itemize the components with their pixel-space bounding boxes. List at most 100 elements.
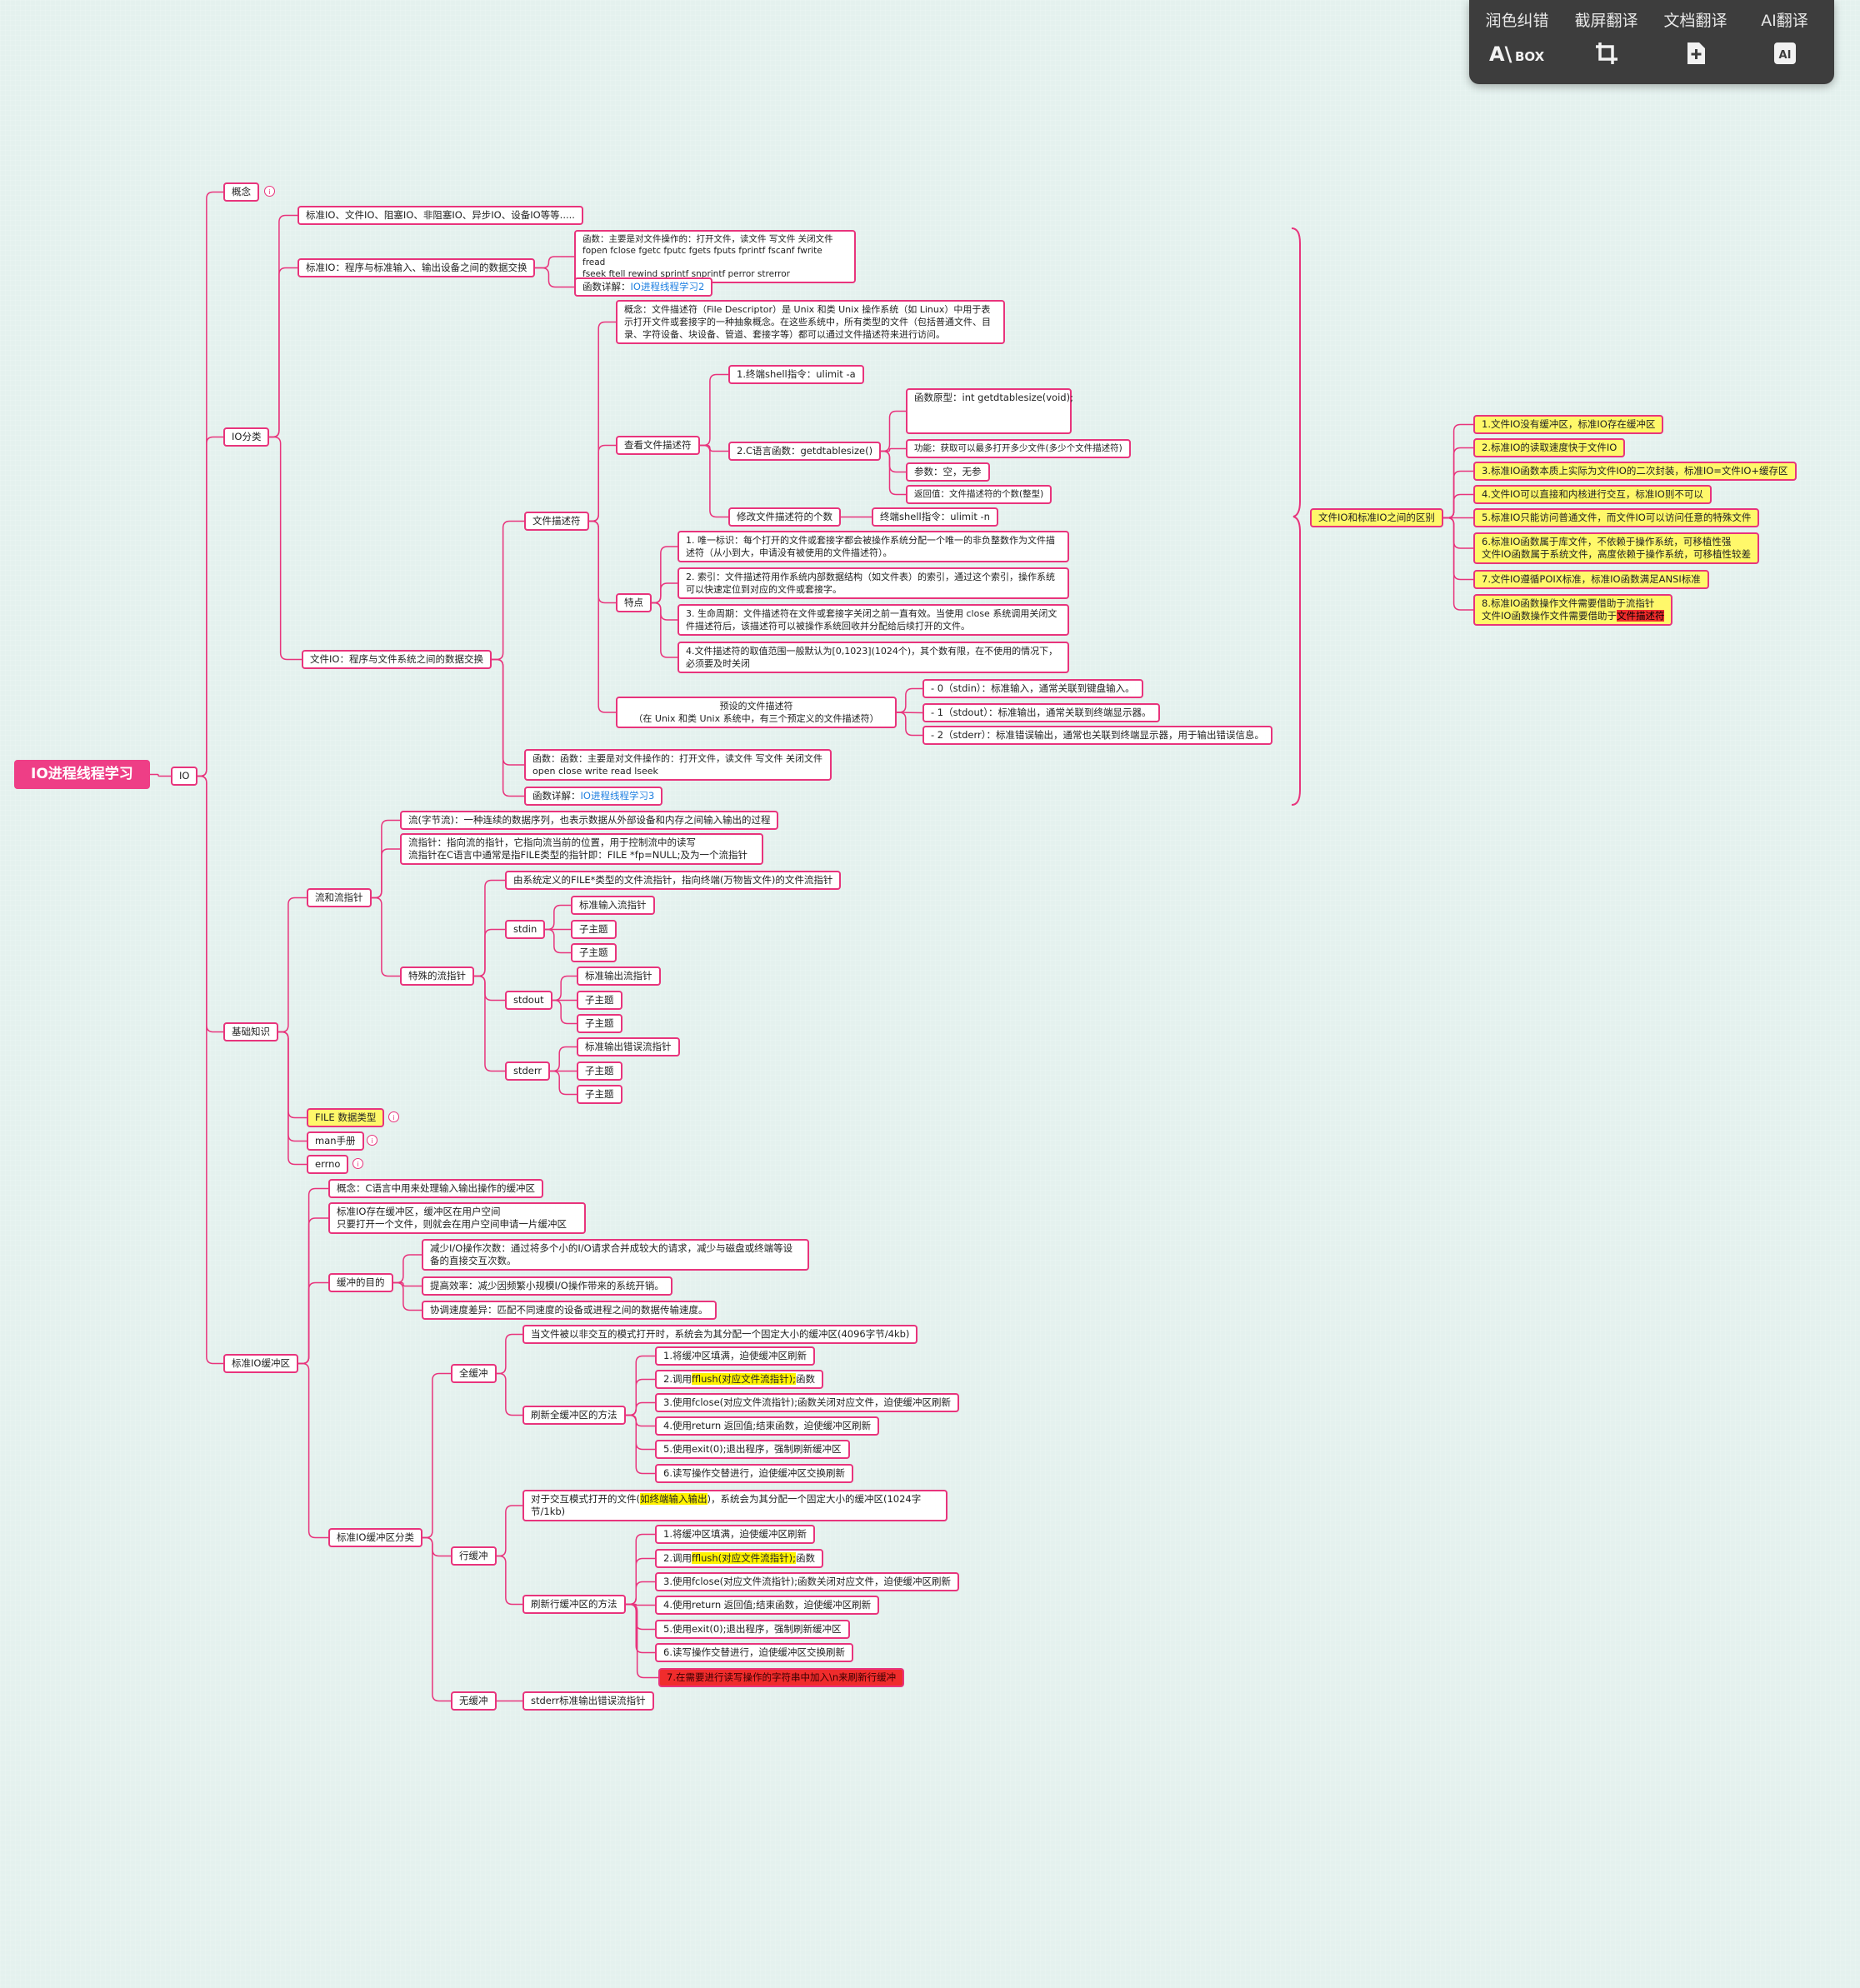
- topic-flush-method[interactable]: 3.使用fclose(对应文件流指针);函数关闭对应文件，迫使缓冲区刷新: [655, 1393, 959, 1412]
- topic-flush-method[interactable]: 2.调用fflush(对应文件流指针);函数: [655, 1370, 824, 1389]
- topic-view-shell[interactable]: 1.终端shell指令：ulimit -a: [728, 365, 864, 384]
- screenshot-translate-button[interactable]: 截屏翻译: [1562, 0, 1650, 84]
- topic-stream-flow[interactable]: 流(字节流)：一种连续的数据序列，也表示数据从外部设备和内存之间输入输出的过程: [400, 811, 779, 830]
- topic-flush-method[interactable]: 2.调用fflush(对应文件流指针);函数: [655, 1549, 824, 1568]
- topic-buffer-exists[interactable]: 标准IO存在缓冲区，缓冲区在用户空间 只要打开一个文件，则就会在用户空间申请一片…: [328, 1202, 586, 1234]
- topic-difference-item[interactable]: 6.标准IO函数属于库文件，不依赖于操作系统，可移植性强 文件IO函数属于系统文…: [1473, 532, 1759, 564]
- topic-man[interactable]: man手册: [307, 1131, 364, 1151]
- topic-std-buffer[interactable]: 标准IO缓冲区: [223, 1354, 298, 1373]
- topic-flush-method[interactable]: 4.使用return 返回值;结束函数，迫使缓冲区刷新: [655, 1416, 880, 1436]
- topic-preset-stdout[interactable]: - 1（stdout）：标准输出，通常关联到终端显示器。: [922, 703, 1160, 722]
- topic-feature-item[interactable]: 2. 索引：文件描述符用作系统内部数据结构（如文件表）的索引，通过这个索引，操作…: [678, 567, 1069, 599]
- topic-file-descriptor[interactable]: 文件描述符: [524, 512, 589, 531]
- topic-full-buffer[interactable]: 全缓冲: [451, 1364, 497, 1383]
- note-badge-icon[interactable]: i: [352, 1158, 363, 1169]
- root-topic[interactable]: IO进程线程学习: [14, 760, 150, 789]
- topic-flush-method[interactable]: 5.使用exit(0);退出程序，强制刷新缓冲区: [655, 1620, 850, 1639]
- topic-special-stream[interactable]: 特殊的流指针: [400, 967, 474, 986]
- topic-flush-method[interactable]: 1.将缓冲区填满，迫使缓冲区刷新: [655, 1346, 815, 1366]
- topic-difference-item[interactable]: 8.标准IO函数操作文件需要借助于流指针 文件IO函数操作文件需要借助于文件描述…: [1473, 594, 1673, 626]
- topic-basics[interactable]: 基础知识: [223, 1022, 278, 1041]
- topic-line-buffer-desc[interactable]: 对于交互模式打开的文件(如终端输入输出)，系统会为其分配一个固定大小的缓冲区(1…: [522, 1490, 948, 1521]
- topic-full-buffer-desc[interactable]: 当文件被以非交互的模式打开时，系统会为其分配一个固定大小的缓冲区(4096字节/…: [522, 1325, 918, 1344]
- topic-stream[interactable]: 流和流指针: [307, 888, 372, 907]
- topic-buffer-purpose[interactable]: 缓冲的目的: [328, 1273, 393, 1292]
- topic-feature-item[interactable]: 3. 生命周期：文件描述符在文件或套接字关闭之前一直有效。当使用 close 系…: [678, 604, 1069, 636]
- topic-stream-pointer[interactable]: 流指针：指向流的指针，它指向流当前的位置，用于控制流中的读写 流指针在C语言中通…: [400, 833, 763, 865]
- ai-translate-button[interactable]: AI翻译 AI: [1741, 0, 1828, 84]
- topic-standard-io-detail[interactable]: 函数详解：IO进程线程学习2: [574, 277, 713, 297]
- topic-stdin[interactable]: stdin: [505, 920, 546, 939]
- topic-stdout[interactable]: stdout: [505, 991, 552, 1010]
- topic-concept[interactable]: 概念: [223, 182, 259, 202]
- topic-difference-item[interactable]: 4.文件IO可以直接和内核进行交互，标准IO则不可以: [1473, 485, 1712, 504]
- topic-preset-fd[interactable]: 预设的文件描述符 （在 Unix 和类 Unix 系统中，有三个预定义的文件描述…: [616, 697, 897, 728]
- topic-cfunc-param[interactable]: 参数：空，无参: [906, 462, 990, 482]
- topic-purpose-item[interactable]: 协调速度差异：匹配不同速度的设备或进程之间的数据传输速度。: [422, 1301, 717, 1320]
- topic-cfunc-proto[interactable]: 函数原型：int getdtablesize(void);: [906, 388, 1073, 434]
- topic-preset-stderr[interactable]: - 2（stderr）：标准错误输出，通常也关联到终端显示器，用于输出错误信息。: [922, 726, 1272, 745]
- topic-cfunc-function[interactable]: 功能：获取可以最多打开多少文件(多少个文件描述符): [906, 439, 1131, 458]
- topic-stdin-item[interactable]: 标准输入流指针: [571, 896, 655, 915]
- topic-fd-features[interactable]: 特点: [616, 593, 652, 612]
- topic-buffer-concept[interactable]: 概念：C语言中用来处理输入输出操作的缓冲区: [328, 1179, 544, 1198]
- topic-view-cfunc[interactable]: 2.C语言函数：getdtablesize(): [728, 442, 882, 461]
- topic-no-buffer[interactable]: 无缓冲: [451, 1691, 497, 1711]
- topic-modify-fd[interactable]: 修改文件描述符的个数: [728, 507, 841, 527]
- document-translate-button[interactable]: 文档翻译: [1652, 0, 1739, 84]
- topic-file-type[interactable]: FILE 数据类型: [307, 1108, 385, 1127]
- topic-flush-method[interactable]: 6.读写操作交替进行，迫使缓冲区交换刷新: [655, 1464, 853, 1483]
- topic-preset-stdin[interactable]: - 0（stdin）：标准输入，通常关联到键盘输入。: [922, 679, 1143, 698]
- topic-stderr-item[interactable]: 标准输出错误流指针: [577, 1037, 680, 1056]
- topic-io-difference[interactable]: 文件IO和标准IO之间的区别: [1310, 508, 1443, 527]
- topic-flush-method[interactable]: 4.使用return 返回值;结束函数，迫使缓冲区刷新: [655, 1596, 880, 1615]
- topic-errno[interactable]: errno: [307, 1155, 349, 1174]
- topic-io-types[interactable]: 标准IO、文件IO、阻塞IO、非阻塞IO、异步IO、设备IO等等.....: [298, 206, 583, 225]
- detail-link[interactable]: IO进程线程学习3: [580, 790, 655, 802]
- note-badge-icon[interactable]: i: [264, 186, 275, 197]
- topic-purpose-item[interactable]: 减少I/O操作次数：通过将多个小的I/O请求合并成较大的请求，减少与磁盘或终端等…: [422, 1239, 809, 1271]
- topic-difference-item[interactable]: 2.标准IO的读取速度快于文件IO: [1473, 438, 1626, 457]
- topic-fd-concept[interactable]: 概念：文件描述符（File Descriptor）是 Unix 和类 Unix …: [616, 300, 1005, 344]
- topic-stderr-item[interactable]: 子主题: [577, 1061, 622, 1081]
- topic-buffer-classes[interactable]: 标准IO缓冲区分类: [328, 1528, 422, 1547]
- topic-stdout-item[interactable]: 标准输出流指针: [577, 967, 661, 986]
- topic-view-fd[interactable]: 查看文件描述符: [616, 436, 700, 455]
- topic-file-io-detail[interactable]: 函数详解：IO进程线程学习3: [524, 787, 663, 806]
- topic-line-buffer-flush[interactable]: 刷新行缓冲区的方法: [522, 1595, 626, 1614]
- topic-feature-item[interactable]: 4.文件描述符的取值范围一般默认为[0,1023](1024个)，其个数有限，在…: [678, 642, 1069, 673]
- topic-file-io-functions[interactable]: 函数：函数：主要是对文件操作的：打开文件，读文件 写文件 关闭文件 open c…: [524, 749, 832, 781]
- topic-line-buffer[interactable]: 行缓冲: [451, 1546, 497, 1566]
- topic-difference-item[interactable]: 5.标准IO只能访问普通文件，而文件IO可以访问任意的特殊文件: [1473, 508, 1760, 527]
- topic-flush-method[interactable]: 1.将缓冲区填满，迫使缓冲区刷新: [655, 1525, 815, 1544]
- topic-difference-item[interactable]: 7.文件IO遵循POIX标准，标准IO函数满足ANSI标准: [1473, 570, 1709, 589]
- note-badge-icon[interactable]: i: [388, 1111, 399, 1122]
- detail-link[interactable]: IO进程线程学习2: [630, 281, 705, 292]
- topic-flush-method[interactable]: 6.读写操作交替进行，迫使缓冲区交换刷新: [655, 1643, 853, 1662]
- topic-stdin-item[interactable]: 子主题: [571, 920, 617, 939]
- topic-line-flush-extra[interactable]: 7.在需要进行读写操作的字符串中加入\n来刷新行缓冲: [658, 1668, 905, 1687]
- topic-difference-item[interactable]: 1.文件IO没有缓冲区，标准IO存在缓冲区: [1473, 415, 1664, 434]
- topic-no-buffer-desc[interactable]: stderr标准输出错误流指针: [522, 1691, 654, 1711]
- topic-modify-cmd[interactable]: 终端shell指令：ulimit -n: [872, 507, 998, 527]
- polish-correct-button[interactable]: 润色纠错 A\ BOX: [1473, 0, 1561, 84]
- topic-io[interactable]: IO: [171, 767, 198, 786]
- topic-full-buffer-flush[interactable]: 刷新全缓冲区的方法: [522, 1406, 626, 1425]
- topic-difference-item[interactable]: 3.标准IO函数本质上实际为文件IO的二次封装，标准IO=文件IO+缓存区: [1473, 462, 1797, 481]
- topic-stdout-item[interactable]: 子主题: [577, 1014, 622, 1033]
- topic-standard-io[interactable]: 标准IO：程序与标准输入、输出设备之间的数据交换: [298, 258, 536, 277]
- topic-purpose-item[interactable]: 提高效率：减少因频繁小规模I/O操作带来的系统开销。: [422, 1276, 672, 1296]
- topic-feature-item[interactable]: 1. 唯一标识：每个打开的文件或套接字都会被操作系统分配一个唯一的非负整数作为文…: [678, 531, 1069, 562]
- topic-special-stream-desc[interactable]: 由系统定义的FILE*类型的文件流指针，指向终端(万物皆文件)的文件流指针: [505, 871, 842, 890]
- topic-flush-method[interactable]: 3.使用fclose(对应文件流指针);函数关闭对应文件，迫使缓冲区刷新: [655, 1572, 959, 1591]
- topic-cfunc-return[interactable]: 返回值：文件描述符的个数(整型): [906, 485, 1052, 504]
- topic-stdin-item[interactable]: 子主题: [571, 943, 617, 962]
- topic-file-io[interactable]: 文件IO：程序与文件系统之间的数据交换: [302, 650, 492, 669]
- topic-standard-io-functions[interactable]: 函数：主要是对文件操作的：打开文件，读文件 写文件 关闭文件 fopen fcl…: [574, 230, 856, 283]
- topic-stderr-item[interactable]: 子主题: [577, 1085, 622, 1104]
- topic-flush-method[interactable]: 5.使用exit(0);退出程序，强制刷新缓冲区: [655, 1440, 850, 1459]
- note-badge-icon[interactable]: i: [367, 1135, 378, 1146]
- topic-stderr[interactable]: stderr: [505, 1061, 551, 1081]
- topic-io-category[interactable]: IO分类: [223, 427, 270, 447]
- topic-stdout-item[interactable]: 子主题: [577, 991, 622, 1010]
